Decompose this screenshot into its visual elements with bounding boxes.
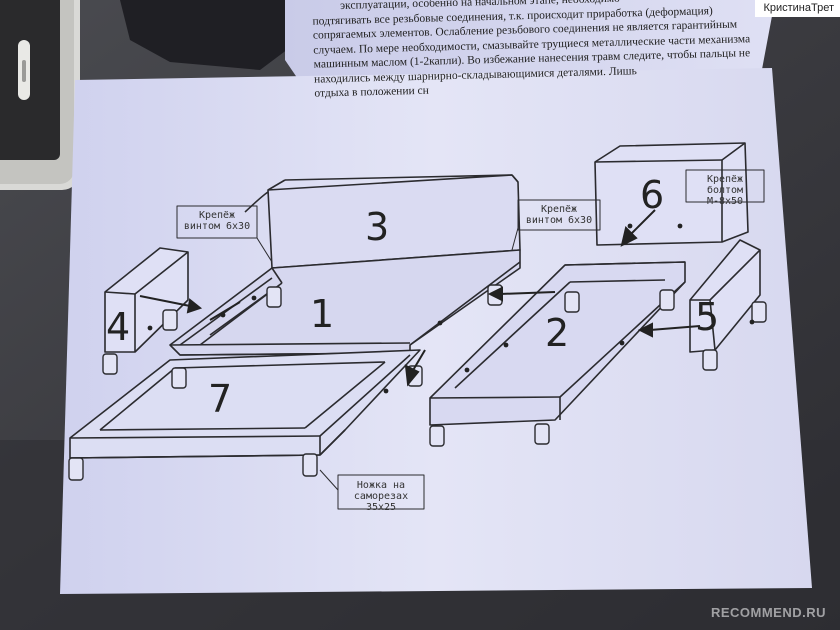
- part-number-1: 1: [310, 292, 335, 336]
- note-line: Крепёж: [198, 210, 236, 221]
- user-tag[interactable]: КристинаТрет: [755, 0, 840, 17]
- note-line: Крепёж: [540, 204, 578, 215]
- note-fastener-left: Крепёж винтом 6х30: [177, 210, 257, 232]
- note-leg: Ножка на саморезах 35х25: [338, 480, 424, 513]
- part-number-5: 5: [695, 295, 720, 339]
- dark-object: [120, 0, 300, 70]
- note-fastener-bolt: Крепёж болтом М-8х50: [686, 174, 764, 207]
- screw-dots: [147, 223, 755, 394]
- note-line: саморезах 35х25: [353, 491, 409, 513]
- back-paper-sheet: [285, 0, 775, 82]
- part-number-3: 3: [365, 205, 390, 249]
- assembly-arrows: [139, 209, 701, 387]
- part-number-6: 6: [640, 173, 665, 217]
- note-line: Крепёж: [706, 174, 744, 185]
- note-fastener-right: Крепёж винтом 6х30: [518, 204, 600, 226]
- note-line: болтом М-8х50: [706, 185, 744, 207]
- note-line: Ножка на: [356, 480, 406, 491]
- watermark: RECOMMEND.RU: [710, 605, 826, 620]
- instruction-text: эксплуатации, особенно на начальном этап…: [300, 0, 772, 101]
- note-line: винтом 6х30: [525, 215, 593, 226]
- part-number-4: 4: [106, 305, 131, 349]
- part-number-2: 2: [545, 311, 570, 355]
- phone-image: [0, 0, 80, 190]
- part-number-7: 7: [208, 377, 233, 421]
- note-line: винтом 6х30: [183, 221, 251, 232]
